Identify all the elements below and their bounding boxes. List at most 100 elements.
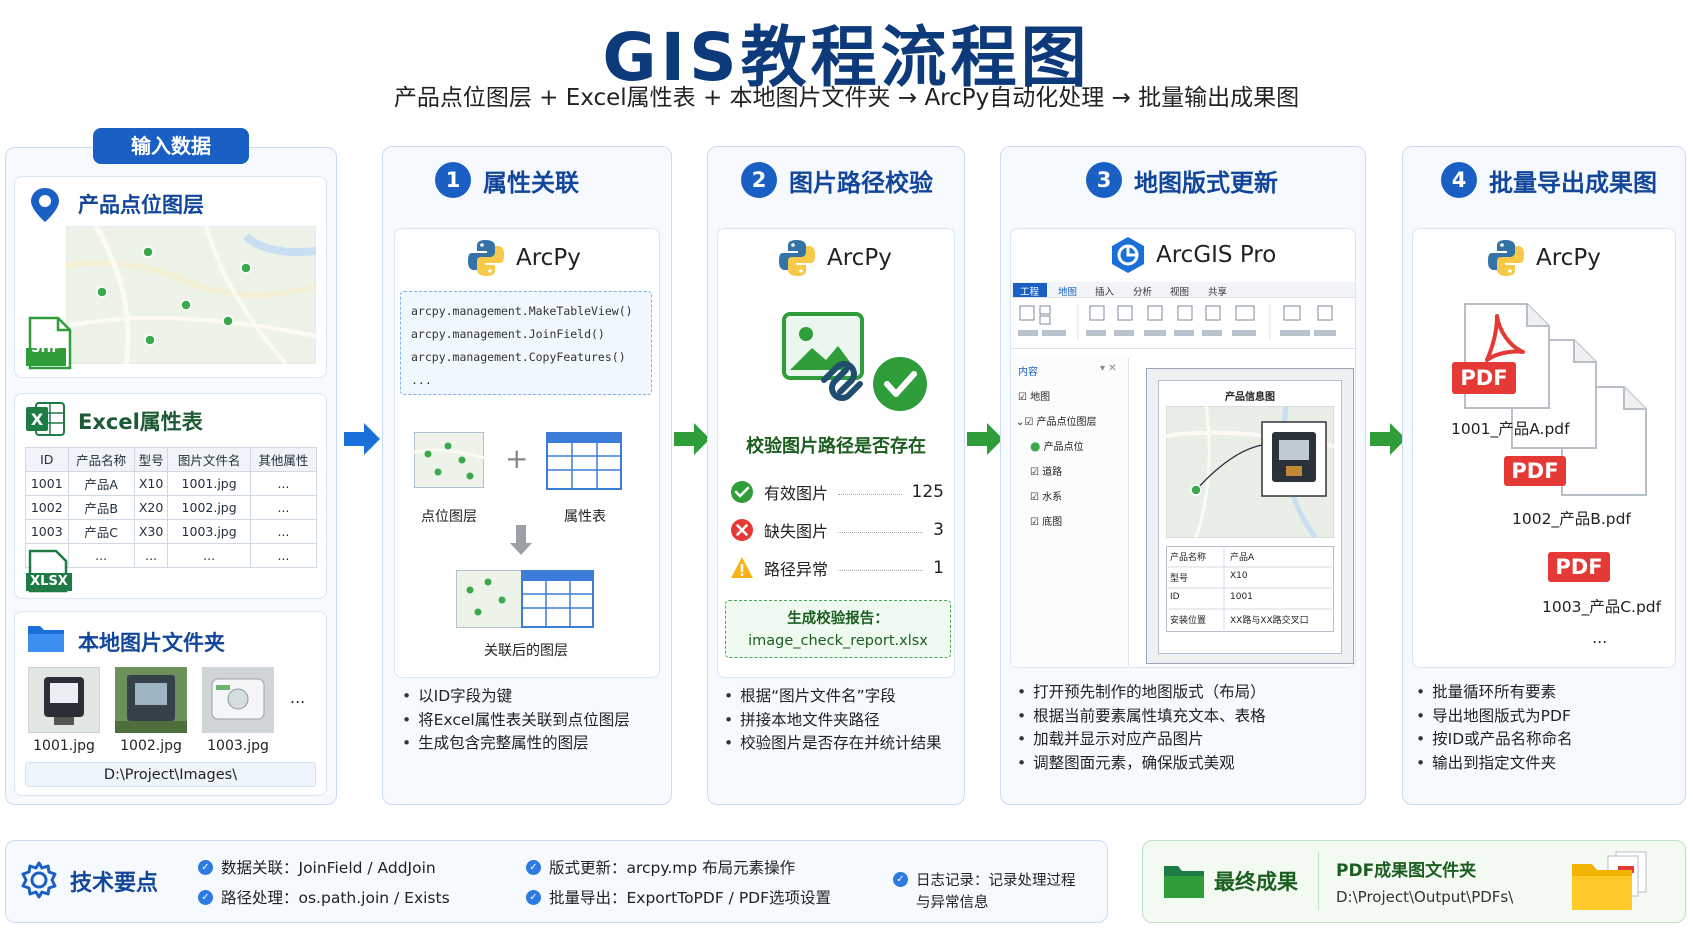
tip-item: ✓版式更新：arcpy.mp 布局元素操作: [526, 856, 795, 878]
points-layer-title: 产品点位图层: [78, 189, 204, 219]
check-report-box: 生成校验报告： image_check_report.xlsx: [725, 600, 951, 658]
attribute-table-label: 属性表: [540, 506, 630, 526]
step2-tool: ArcPy: [777, 238, 892, 278]
table-cell: 1003: [26, 520, 69, 544]
check-title: 校验图片路径是否存在: [717, 432, 955, 458]
contents-pane-controls: ▾ ✕: [1100, 363, 1117, 374]
step3-title: 地图版式更新: [1134, 163, 1278, 198]
table-row: 1002 产品B X20 1002.jpg ...: [26, 496, 317, 520]
stat-label: 有效图片: [764, 480, 828, 504]
layer-item-basemap[interactable]: ☑ 底图: [1030, 513, 1062, 528]
code-line: arcpy.management.MakeTableView(): [411, 300, 641, 323]
step1-tool: ArcPy: [466, 238, 581, 278]
tech-tips-title: 技术要点: [70, 865, 158, 897]
contents-pane: [1011, 358, 1129, 666]
table-header-cell: 产品名称: [68, 448, 134, 472]
final-result-title: 最终成果: [1214, 866, 1298, 896]
layer-item-roads[interactable]: ☑ 道路: [1030, 463, 1062, 478]
check-icon: ✓: [893, 872, 908, 887]
pdf-badge: PDF: [1548, 552, 1610, 582]
joined-layer-thumbnail: [456, 570, 594, 628]
table-cell: 产品B: [68, 496, 134, 520]
stat-value: 1: [933, 558, 944, 578]
ribbon-tab-map[interactable]: 地图: [1058, 284, 1077, 298]
product-photo-1002: [115, 667, 187, 733]
table-cell: X10: [134, 472, 168, 496]
layer-item-map[interactable]: ☑ 地图: [1018, 388, 1050, 403]
final-folder-path: D:\Project\Output\PDFs\: [1336, 888, 1513, 906]
shp-label: SHP: [26, 341, 66, 356]
images-folder-path: D:\Project\Images\: [25, 762, 316, 787]
code-line: arcpy.management.CopyFeatures(): [411, 346, 641, 369]
layer-item-water[interactable]: ☑ 水系: [1030, 488, 1062, 503]
step4-tool: ArcPy: [1486, 238, 1601, 278]
table-cell: 1001.jpg: [168, 472, 250, 496]
table-cell: ...: [250, 496, 316, 520]
images-more: ...: [290, 688, 305, 707]
bullet-item: 根据“图片文件名”字段: [724, 685, 942, 709]
step2-number: 2: [741, 162, 777, 198]
arcgis-pro-logo-icon: [1110, 236, 1146, 274]
ribbon-tab-project[interactable]: 工程: [1020, 284, 1039, 298]
check-icon: ✓: [198, 890, 213, 905]
bullet-item: 生成包含完整属性的图层: [402, 732, 630, 756]
bullet-item: 将Excel属性表关联到点位图层: [402, 709, 630, 733]
ribbon-toolbar-icons: [1014, 302, 1354, 344]
tip-item: ✓路径处理：os.path.join / Exists: [198, 886, 450, 908]
ribbon-tab-insert[interactable]: 插入: [1095, 284, 1114, 298]
down-arrow-icon: [508, 523, 534, 557]
pdf-more: ...: [1592, 628, 1607, 647]
ribbon-tab-share[interactable]: 共享: [1208, 284, 1227, 298]
report-title: 生成校验报告：: [726, 608, 950, 630]
stat-value: 125: [912, 482, 944, 502]
table-cell: ...: [250, 544, 316, 568]
python-logo-icon: [466, 238, 506, 278]
table-cell: ...: [68, 544, 134, 568]
table-row: 1001 产品A X10 1001.jpg ...: [26, 472, 317, 496]
pdf-folder-icon: [1570, 850, 1654, 914]
stat-path-error: 路径异常 1: [730, 556, 944, 580]
image-link-check-icon: [780, 310, 930, 414]
bullet-item: 加载并显示对应产品图片: [1017, 728, 1266, 752]
check-icon: ✓: [526, 890, 541, 905]
ribbon-tab-analysis[interactable]: 分析: [1133, 284, 1152, 298]
excel-icon: X: [26, 401, 66, 437]
layer-item-points[interactable]: ● 产品点位: [1030, 438, 1084, 453]
svg-text:X: X: [31, 410, 44, 429]
code-line: arcpy.management.JoinField(): [411, 323, 641, 346]
table-cell: 1003.jpg: [168, 520, 250, 544]
step1-bullets: 以ID字段为键 将Excel属性表关联到点位图层 生成包含完整属性的图层: [402, 685, 630, 756]
pdf-filename: 1001_产品A.pdf: [1451, 417, 1570, 439]
step2-bullets: 根据“图片文件名”字段 拼接本地文件夹路径 校验图片是否存在并统计结果: [724, 685, 942, 756]
layout-title: 产品信息图: [1158, 388, 1342, 403]
pdf-badge: PDF: [1504, 456, 1566, 486]
xlsx-label: XLSX: [26, 574, 72, 589]
step4-title: 批量导出成果图: [1489, 163, 1657, 198]
image-filename: 1002.jpg: [115, 738, 187, 754]
step2-tool-name: ArcPy: [827, 245, 892, 271]
bullet-item: 校验图片是否存在并统计结果: [724, 732, 942, 756]
layer-item-points-layer[interactable]: ⌄☑ 产品点位图层: [1016, 413, 1097, 428]
bullet-item: 调整图面元素，确保版式美观: [1017, 752, 1266, 776]
step3-bullets: 打开预先制作的地图版式（布局） 根据当前要素属性填充文本、表格 加载并显示对应产…: [1017, 681, 1266, 775]
gear-icon: [19, 860, 59, 900]
ribbon-divider: [1011, 348, 1355, 349]
image-filename: 1003.jpg: [202, 738, 274, 754]
step4-number: 4: [1441, 162, 1477, 198]
table-cell: ...: [134, 544, 168, 568]
bullet-item: 按ID或产品名称命名: [1416, 728, 1573, 752]
code-line: ...: [411, 369, 641, 392]
report-file: image_check_report.xlsx: [726, 630, 950, 652]
ribbon-tab-view[interactable]: 视图: [1170, 284, 1189, 298]
final-folder-title: PDF成果图文件夹: [1336, 856, 1476, 881]
table-header-cell: 型号: [134, 448, 168, 472]
table-cell: 1001: [26, 472, 69, 496]
check-icon: ✓: [526, 860, 541, 875]
stat-dots: [838, 570, 923, 571]
table-cell: 产品C: [68, 520, 134, 544]
check-icon: ✓: [198, 860, 213, 875]
step1-number: 1: [435, 162, 471, 198]
folder-icon: [26, 620, 66, 654]
bullet-item: 根据当前要素属性填充文本、表格: [1017, 705, 1266, 729]
stat-value: 3: [933, 520, 944, 540]
